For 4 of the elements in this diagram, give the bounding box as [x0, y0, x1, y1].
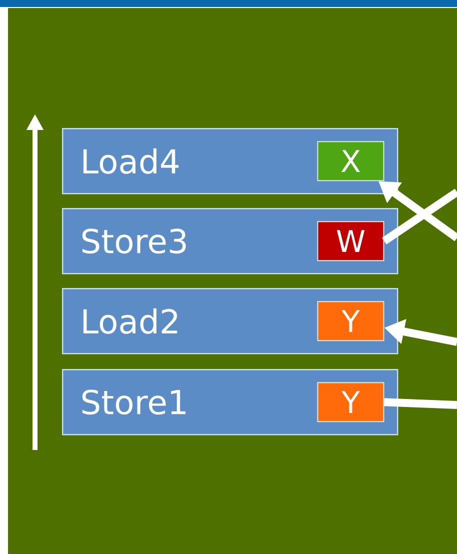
register-tag: Y	[317, 301, 384, 342]
register-tag: W	[317, 221, 384, 262]
register-tag: X	[317, 141, 384, 182]
register-tag: Y	[317, 382, 384, 422]
